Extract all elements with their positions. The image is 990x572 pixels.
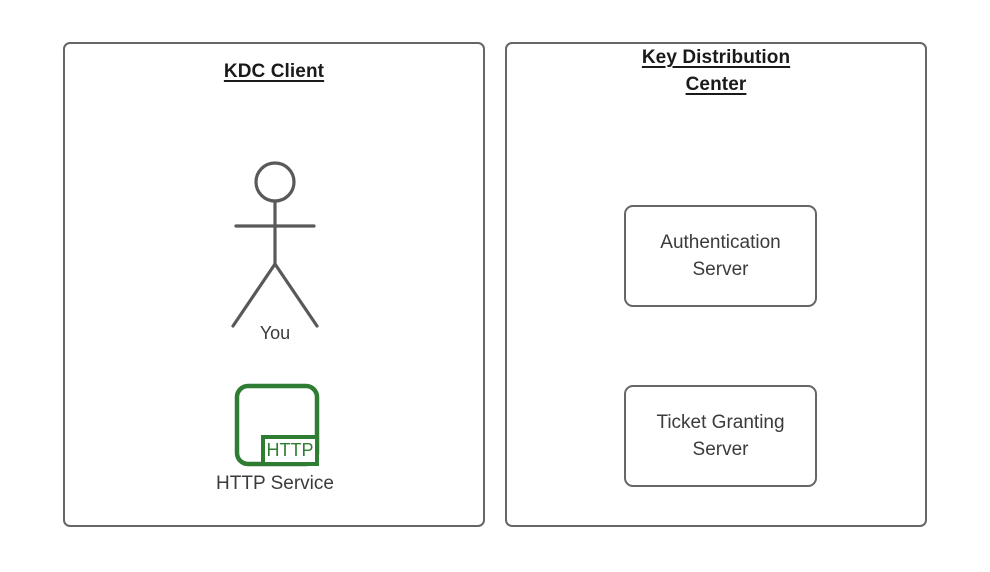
- user-label: You: [259, 323, 291, 343]
- ticket-granting-server-label: Ticket Granting Server: [656, 412, 785, 460]
- http-service-icon: HTTP: [234, 383, 320, 467]
- panel-key-distribution-center-title: Key Distribution Center: [505, 44, 927, 98]
- ticket-granting-server-box: Ticket Granting Server: [624, 385, 817, 487]
- authentication-server-box: Authentication Server: [624, 205, 817, 307]
- authentication-server-label: Authentication Server: [660, 232, 781, 280]
- http-service-label: HTTP Service: [216, 473, 334, 494]
- panel-kdc-client-title-text: KDC Client: [223, 61, 325, 82]
- http-badge-text: HTTP: [267, 440, 314, 460]
- kdc-title-line1: Key Distribution: [641, 47, 791, 68]
- panel-kdc-client-title: KDC Client: [63, 58, 485, 85]
- kdc-title-line2: Center: [685, 74, 747, 95]
- stick-figure-icon: [207, 158, 343, 333]
